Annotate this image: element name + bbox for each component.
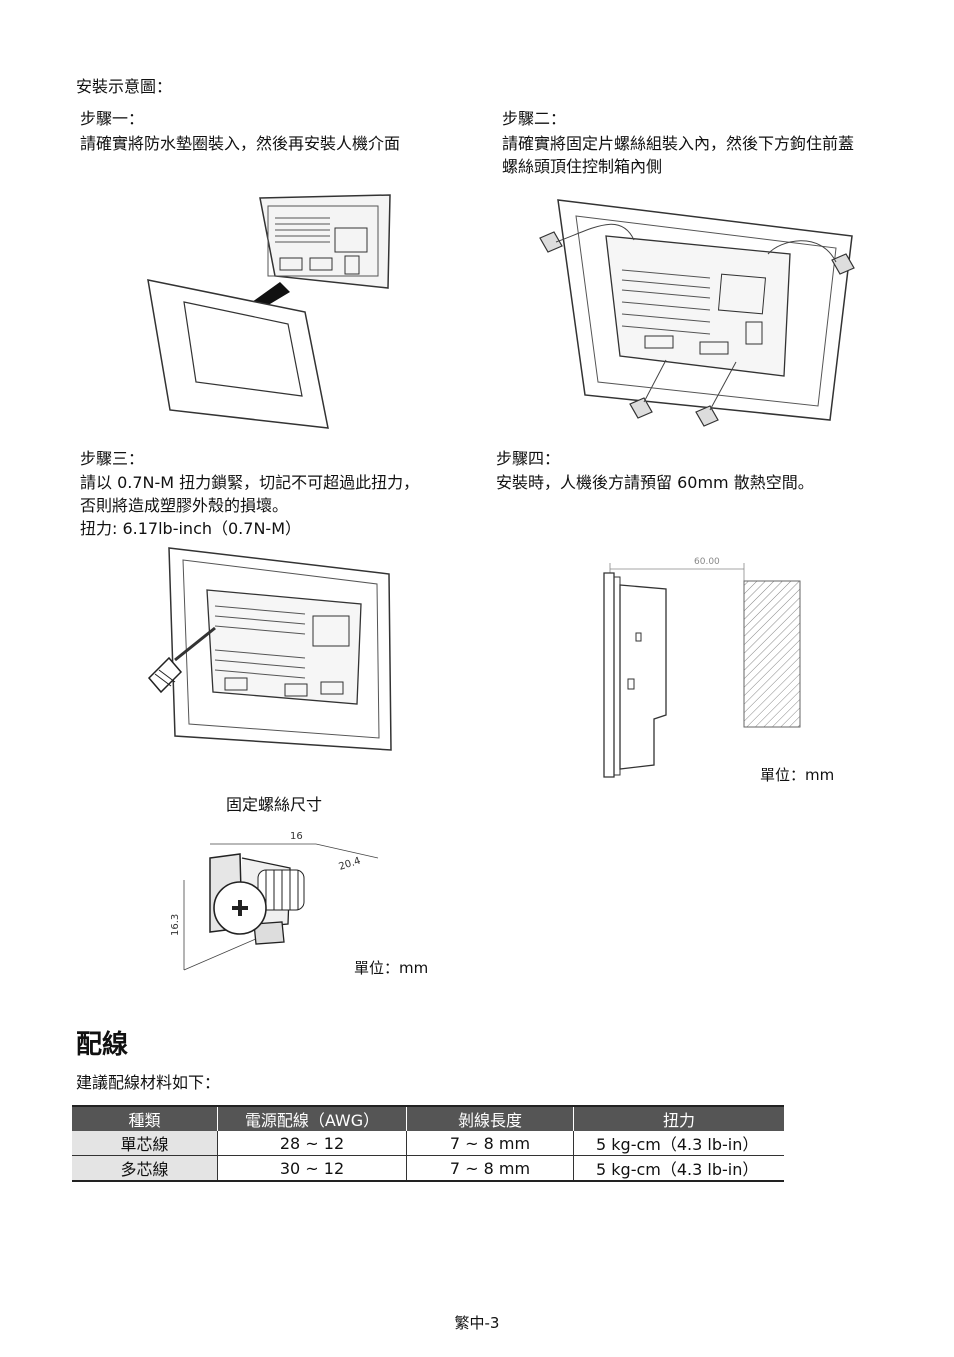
cell-torque: 5 kg-cm（4.3 lb-in） bbox=[573, 1131, 784, 1156]
step1-illustration bbox=[147, 194, 391, 429]
cell-strip-length: 7 ~ 8 mm bbox=[406, 1155, 574, 1182]
header-type: 種類 bbox=[72, 1105, 218, 1131]
install-heading: 安裝示意圖： bbox=[76, 77, 173, 96]
table-row: 多芯線 30 ~ 12 7 ~ 8 mm 5 kg-cm（4.3 lb-in） bbox=[72, 1155, 784, 1182]
step3-line1: 請以 0.7N-M 扭力鎖緊，切記不可超過此扭力， bbox=[80, 473, 420, 492]
header-torque: 扭力 bbox=[573, 1105, 784, 1131]
header-awg: 電源配線（AWG） bbox=[217, 1105, 407, 1131]
step3-line2: 否則將造成塑膠外殼的損壞。 bbox=[80, 496, 289, 515]
screw-dim-b: 20.4 bbox=[338, 856, 363, 873]
cell-awg: 30 ~ 12 bbox=[217, 1155, 407, 1182]
cell-torque: 5 kg-cm（4.3 lb-in） bbox=[573, 1155, 784, 1182]
step2-title: 步驟二： bbox=[502, 109, 567, 128]
wiring-intro: 建議配線材料如下： bbox=[76, 1073, 221, 1092]
clearance-dim-label: 60.00 bbox=[694, 557, 720, 567]
screw-dim-c: 16.3 bbox=[170, 914, 181, 936]
cell-strip-length: 7 ~ 8 mm bbox=[406, 1131, 574, 1156]
screw-title: 固定螺絲尺寸 bbox=[226, 795, 323, 814]
screw-illustration: 16 20.4 16.3 bbox=[170, 831, 379, 971]
step2-line2: 螺絲頭頂住控制箱內側 bbox=[502, 157, 663, 176]
screw-unit-label: 單位：mm bbox=[354, 959, 429, 977]
wiring-title: 配線 bbox=[76, 1030, 129, 1060]
step2-illustration bbox=[539, 199, 855, 427]
step1-title: 步驟一： bbox=[80, 109, 145, 128]
step3-title: 步驟三： bbox=[80, 449, 145, 468]
header-strip-length: 剝線長度 bbox=[406, 1105, 574, 1131]
step4-title: 步驟四： bbox=[496, 449, 561, 468]
step2-line1: 請確實將固定片螺絲組裝入內，然後下方鉤住前蓋 bbox=[502, 134, 855, 153]
wiring-table: 種類 電源配線（AWG） 剝線長度 扭力 單芯線 28 ~ 12 7 ~ 8 m… bbox=[72, 1105, 784, 1182]
step3-illustration bbox=[147, 547, 392, 751]
step1-line1: 請確實將防水墊圈裝入，然後再安裝人機介面 bbox=[80, 134, 401, 153]
screw-dim-a: 16 bbox=[290, 831, 303, 842]
step4-illustration: 60.00 bbox=[603, 557, 801, 778]
table-row: 單芯線 28 ~ 12 7 ~ 8 mm 5 kg-cm（4.3 lb-in） bbox=[72, 1131, 784, 1156]
cell-awg: 28 ~ 12 bbox=[217, 1131, 407, 1156]
page-footer: 繁中-3 bbox=[454, 1314, 500, 1332]
cell-type: 多芯線 bbox=[72, 1155, 218, 1182]
step4-unit-label: 單位：mm bbox=[760, 766, 835, 784]
step3-line3: 扭力: 6.17lb-inch（0.7N-M） bbox=[80, 519, 301, 538]
step4-line1: 安裝時，人機後方請預留 60mm 散熱空間。 bbox=[496, 473, 814, 492]
cell-type: 單芯線 bbox=[72, 1131, 218, 1156]
